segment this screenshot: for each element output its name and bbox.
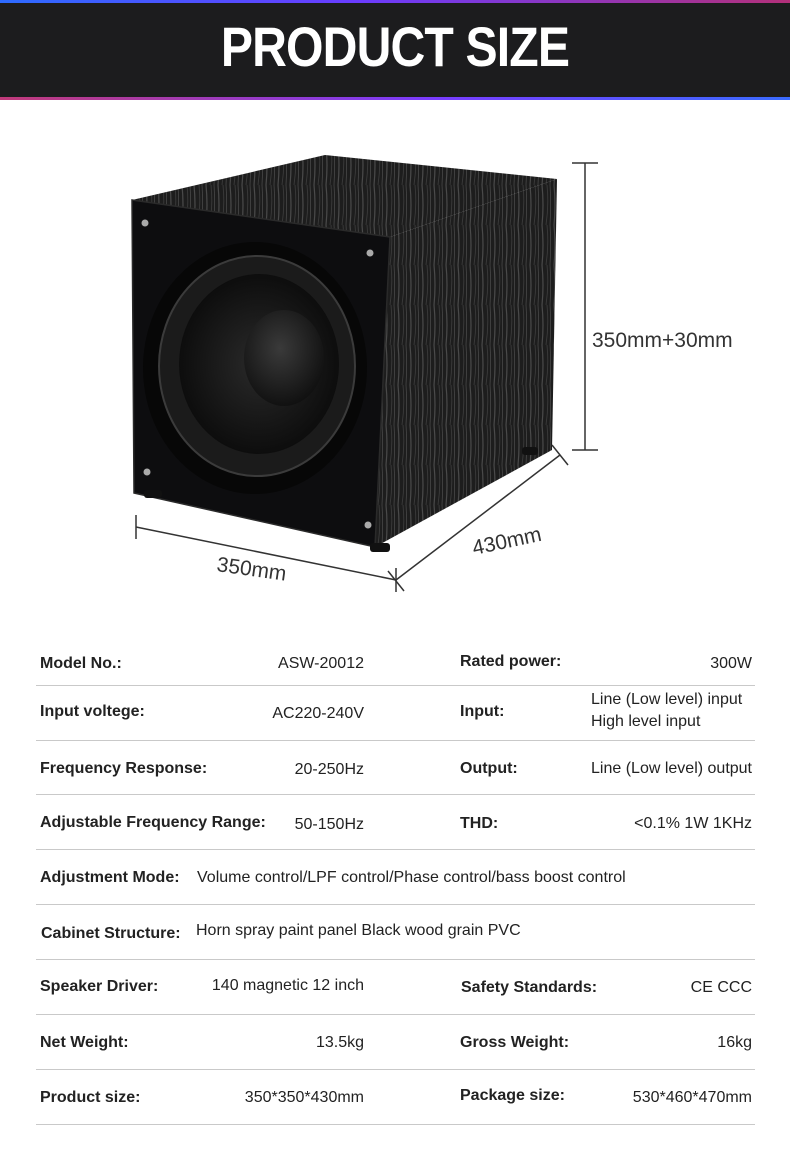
screw-icon bbox=[364, 521, 372, 529]
screw-icon bbox=[366, 249, 374, 257]
thd-value: <0.1% 1W 1KHz bbox=[634, 815, 752, 832]
frequency-response-value: 20-250Hz bbox=[294, 761, 364, 778]
width-dimension-label: 350mm bbox=[215, 553, 288, 586]
adjustable-frequency-range-label: Adjustable Frequency Range: bbox=[40, 814, 266, 831]
rated-power-label: Rated power: bbox=[460, 653, 562, 670]
net-weight-value: 13.5kg bbox=[315, 1034, 364, 1051]
output-value: Line (Low level) output bbox=[591, 760, 752, 777]
cabinet-structure-label: Cabinet Structure: bbox=[41, 925, 181, 942]
package-size-label: Package size: bbox=[460, 1087, 565, 1104]
depth-dimension-label: 430mm bbox=[470, 523, 543, 560]
gross-weight-value: 16kg bbox=[717, 1034, 752, 1051]
input-voltage-label: Input voltege: bbox=[40, 703, 145, 720]
header-top-accent bbox=[0, 0, 790, 3]
spec-row: Input voltege: AC220-240V Input: Line (L… bbox=[36, 686, 755, 741]
rated-power-value: 300W bbox=[710, 655, 752, 672]
package-size-value: 530*460*470mm bbox=[632, 1089, 752, 1106]
frequency-response-label: Frequency Response: bbox=[40, 760, 208, 777]
adjustable-frequency-range-value: 50-150Hz bbox=[294, 816, 364, 833]
model-no-label: Model No.: bbox=[40, 655, 122, 672]
spec-row: Cabinet Structure: Horn spray paint pane… bbox=[36, 905, 755, 960]
input-voltage-value: AC220-240V bbox=[272, 705, 364, 722]
screw-icon bbox=[143, 468, 151, 476]
spec-row: Frequency Response: 20-250Hz Output: Lin… bbox=[36, 741, 755, 795]
input-label: Input: bbox=[460, 703, 505, 720]
spec-row: Net Weight: 13.5kg Gross Weight: 16kg bbox=[36, 1015, 755, 1070]
spec-row: Model No.: ASW-20012 Rated power: 300W bbox=[36, 636, 755, 686]
spec-row: Adjustable Frequency Range: 50-150Hz THD… bbox=[36, 795, 755, 850]
dust-cap bbox=[244, 310, 324, 406]
safety-standards-label: Safety Standards: bbox=[461, 979, 598, 996]
input-value-line2: High level input bbox=[591, 713, 701, 730]
adjustment-mode-value: Volume control/LPF control/Phase control… bbox=[197, 869, 626, 886]
spec-row: Product size: 350*350*430mm Package size… bbox=[36, 1070, 755, 1125]
input-value-line1: Line (Low level) input bbox=[591, 691, 743, 708]
subwoofer-illustration: 350mm+30mm 350mm 430mm bbox=[131, 155, 733, 592]
header-bottom-accent bbox=[0, 97, 790, 100]
cabinet-structure-value: Horn spray paint panel Black wood grain … bbox=[196, 922, 521, 939]
safety-standards-value: CE CCC bbox=[690, 979, 752, 996]
product-size-label: Product size: bbox=[40, 1089, 141, 1106]
height-dimension-label: 350mm+30mm bbox=[592, 329, 733, 352]
net-weight-label: Net Weight: bbox=[40, 1034, 129, 1051]
product-size-value: 350*350*430mm bbox=[244, 1089, 364, 1106]
spec-table: Model No.: ASW-20012 Rated power: 300W I… bbox=[36, 636, 755, 1125]
speaker-driver-label: Speaker Driver: bbox=[40, 978, 159, 995]
gross-weight-label: Gross Weight: bbox=[460, 1034, 570, 1051]
spec-row: Speaker Driver: 140 magnetic 12 inch Saf… bbox=[36, 960, 755, 1015]
spec-row: Adjustment Mode: Volume control/LPF cont… bbox=[36, 850, 755, 905]
page-title: PRODUCT SIZE bbox=[220, 15, 570, 78]
screw-icon bbox=[141, 219, 149, 227]
cabinet-side bbox=[375, 179, 557, 547]
header-banner: PRODUCT SIZE bbox=[0, 0, 790, 100]
thd-label: THD: bbox=[460, 815, 499, 832]
output-label: Output: bbox=[460, 760, 518, 777]
cabinet-top bbox=[132, 155, 557, 237]
speaker-driver-value: 140 magnetic 12 inch bbox=[211, 977, 364, 994]
adjustment-mode-label: Adjustment Mode: bbox=[40, 869, 180, 886]
model-no-value: ASW-20012 bbox=[278, 655, 364, 672]
